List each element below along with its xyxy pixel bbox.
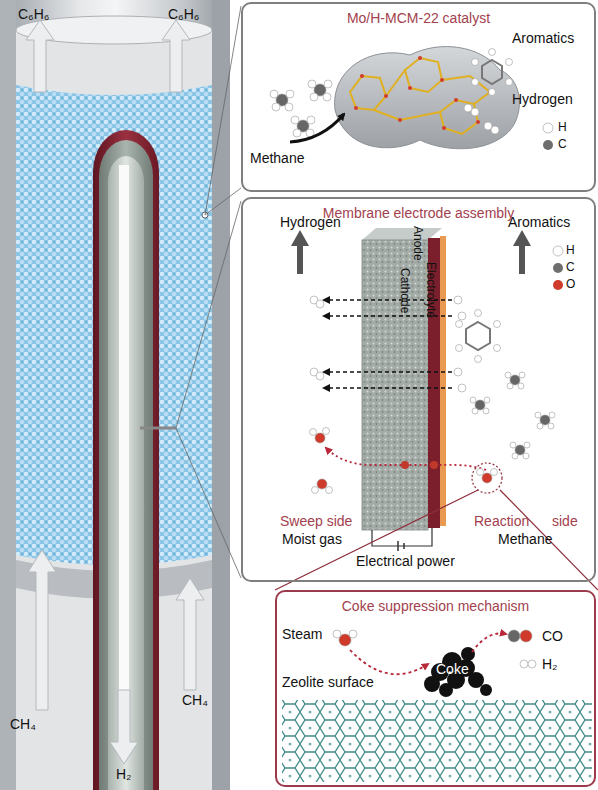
text-label: H₂ xyxy=(542,656,558,672)
text-label: Reaction xyxy=(474,513,529,529)
text-label: C₆H₆ xyxy=(18,6,50,22)
text-label: Electrical power xyxy=(356,553,455,569)
text-label: Anode xyxy=(411,226,425,261)
text-label: H xyxy=(566,243,575,257)
text-label: CO xyxy=(542,628,563,644)
zoom-connector xyxy=(275,582,291,590)
text-label: Methane xyxy=(250,150,304,166)
text-label: side xyxy=(552,513,578,529)
text-label: Methane xyxy=(498,531,552,547)
text-label: H₂ xyxy=(116,766,132,782)
text-label: Hydrogen xyxy=(512,91,573,107)
text-label: Aromatics xyxy=(508,214,570,230)
text-label: H xyxy=(558,120,567,134)
text-label: C xyxy=(558,137,567,151)
text-label: C xyxy=(566,260,575,274)
text-label: Electrolyte xyxy=(424,262,438,318)
text-label: Aromatics xyxy=(512,30,574,46)
text-label: CH₄ xyxy=(10,716,36,732)
text-label: C₆H₆ xyxy=(168,6,200,22)
text-label: Zeolite surface xyxy=(282,674,374,690)
text-label: Steam xyxy=(282,626,322,642)
text-label: O xyxy=(566,277,575,291)
text-label: Coke xyxy=(436,661,469,677)
text-label: Cathode xyxy=(398,268,412,313)
panel-title: Coke suppression mechanism xyxy=(277,598,594,614)
text-label: Hydrogen xyxy=(280,214,341,230)
panel-title: Mo/H-MCM-22 catalyst xyxy=(243,10,594,26)
text-label: Sweep side xyxy=(280,513,352,529)
text-label: CH₄ xyxy=(182,692,208,708)
text-label: Moist gas xyxy=(282,531,342,547)
